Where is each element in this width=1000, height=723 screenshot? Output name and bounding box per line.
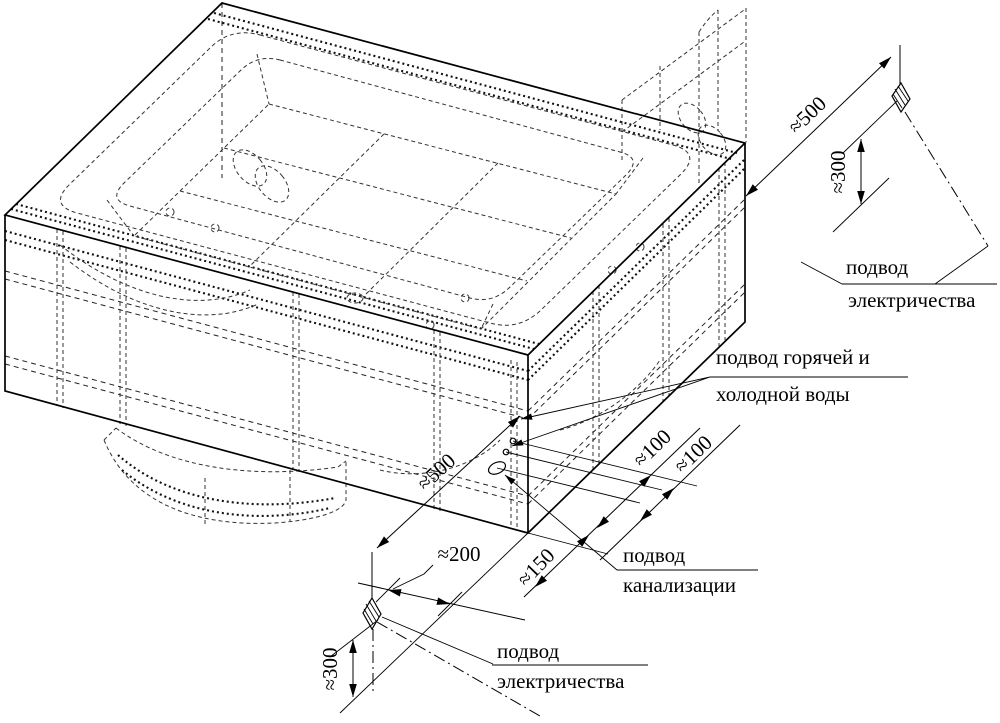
label-electricity-top-line2: электричества (848, 288, 976, 312)
dimension-300-bottom: ≈300 (318, 640, 357, 697)
label-electricity-bottom-line1: подвод (497, 639, 559, 663)
label-sewage: подвод канализации (502, 472, 758, 597)
connection-points (487, 437, 517, 475)
headrest-oval (232, 149, 268, 187)
extension-lines (832, 100, 898, 233)
jet (165, 207, 175, 217)
outlet-hatch (892, 85, 909, 109)
back-panel (621, 8, 747, 186)
headrest-oval (697, 124, 727, 156)
label-electricity-top-line1: подвод (846, 255, 908, 279)
dimension-500-top: ≈500 (743, 45, 901, 199)
leader-line (381, 616, 494, 665)
label-hot-cold-water: подвод горячей и холодной воды (510, 345, 908, 450)
jet (210, 223, 220, 233)
dim-500-bottom-value: ≈500 (412, 448, 460, 495)
bathtub-wireframe (4, 3, 747, 530)
jet (460, 293, 470, 303)
dim-line-150-100 (523, 427, 701, 598)
frame-rails (4, 198, 746, 505)
arrowhead (349, 640, 357, 653)
tub-drain (346, 292, 364, 304)
dim-500-top-value: ≈500 (783, 91, 831, 138)
tub-basin-floor (106, 53, 644, 330)
arrowhead (857, 139, 865, 152)
label-electricity-bottom: подвод электричества (381, 616, 648, 693)
arrowhead (387, 586, 402, 597)
leader-bend (392, 564, 434, 590)
dim-line (376, 415, 521, 549)
arrowhead (349, 684, 357, 697)
dimension-fan-bottom-right: ≈150 ≈100 ≈100 (496, 424, 741, 598)
frame-posts (56, 162, 726, 530)
label-water-line2: холодной воды (716, 382, 850, 406)
label-sewage-line1: подвод (623, 543, 685, 567)
arrowhead (594, 516, 610, 531)
jet (635, 242, 645, 252)
label-electricity-bottom-line2: электричества (497, 669, 625, 693)
outlet-axis-dashdot (904, 111, 989, 247)
extension-lines-shallow (496, 440, 698, 555)
outlet-symbol (891, 81, 911, 114)
electrical-outlet-bottom (329, 532, 541, 717)
dim-line (745, 56, 892, 197)
rim-dotted-strips (4, 11, 746, 382)
dim-100-a-value: ≈100 (628, 424, 676, 471)
label-sewage-line2: канализации (623, 573, 736, 597)
tub-rim-inner (116, 57, 634, 301)
label-electricity-top: подвод электричества (800, 245, 997, 312)
leader-lines (511, 376, 711, 447)
front-apron-dot-rows (117, 454, 336, 517)
extension-line (329, 619, 379, 658)
dim-200-value: ≈200 (437, 542, 480, 566)
dim-100-b-value: ≈100 (669, 430, 717, 477)
headrest-oval (254, 165, 290, 203)
wall-baseline (339, 532, 529, 714)
tub-jets-and-headrests (165, 102, 727, 330)
dimension-300-top: ≈300 (826, 100, 898, 233)
dim-300-top-value: ≈300 (826, 150, 850, 193)
piping-hints (59, 244, 661, 475)
leader-line (504, 474, 618, 571)
outlet-axis-diagonal (376, 621, 541, 717)
dim-150-value: ≈150 (512, 543, 559, 591)
dim-300-bottom-value: ≈300 (318, 647, 342, 690)
tub-rim-outer (60, 32, 691, 326)
outlet-hatch (363, 600, 380, 625)
front-apron (103, 427, 347, 524)
jet (425, 320, 435, 330)
dimension-500-bottom: ≈500 (371, 413, 523, 601)
label-water-line1: подвод горячей и (716, 345, 870, 369)
electrical-outlet-top (891, 81, 989, 247)
leader-lines (800, 245, 989, 285)
dimension-200: ≈200 (357, 542, 526, 621)
